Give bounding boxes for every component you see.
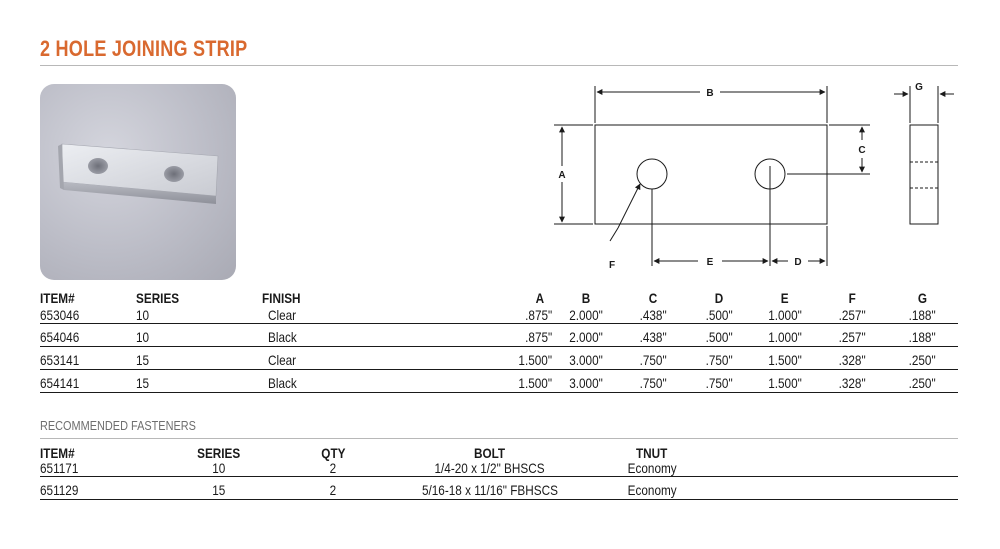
label-c: C bbox=[858, 145, 865, 156]
col-a: A bbox=[535, 290, 544, 306]
product-photo bbox=[40, 84, 236, 280]
fasteners-table: ITEM# SERIES QTY BOLT TNUT 651171 10 2 1… bbox=[40, 445, 958, 500]
table-row: 651129 15 2 5/16-18 x 11/16" FBHSCS Econ… bbox=[40, 476, 958, 500]
col-b: B bbox=[581, 290, 591, 306]
col-item: ITEM# bbox=[40, 290, 75, 306]
table-row: 654141 15 Black 1.500" 3.000" .750" .750… bbox=[40, 369, 958, 393]
hole-left bbox=[636, 158, 668, 190]
table-row: 654046 10 Black .875" 2.000" .438" .500"… bbox=[40, 323, 958, 347]
col-tnut: TNUT bbox=[636, 445, 668, 461]
col-finish: FINISH bbox=[262, 290, 301, 306]
spec-header-row: ITEM# SERIES FINISH A B C D E F G bbox=[40, 290, 958, 307]
spec-table: ITEM# SERIES FINISH A B C D E F G 653046… bbox=[40, 290, 958, 393]
col-f: F bbox=[848, 290, 856, 306]
col-series: SERIES bbox=[197, 445, 241, 461]
dimension-drawing: B A C E D F G bbox=[540, 78, 960, 278]
label-d: D bbox=[794, 257, 801, 268]
title-divider bbox=[40, 65, 958, 66]
fasteners-header-row: ITEM# SERIES QTY BOLT TNUT bbox=[40, 445, 958, 461]
label-a: A bbox=[558, 170, 565, 181]
label-e: E bbox=[707, 257, 714, 268]
table-row: 651171 10 2 1/4-20 x 1/2" BHSCS Economy bbox=[40, 461, 958, 477]
label-b: B bbox=[706, 88, 713, 99]
col-c: C bbox=[648, 290, 658, 306]
fasteners-divider bbox=[40, 438, 958, 439]
col-item: ITEM# bbox=[40, 445, 75, 461]
side-view bbox=[909, 124, 939, 225]
label-f: F bbox=[609, 260, 615, 271]
recommended-fasteners-heading: RECOMMENDED FASTENERS bbox=[40, 418, 196, 433]
table-row: 653046 10 Clear .875" 2.000" .438" .500"… bbox=[40, 307, 958, 324]
col-g: G bbox=[917, 290, 927, 306]
col-series: SERIES bbox=[136, 290, 180, 306]
table-row: 653141 15 Clear 1.500" 3.000" .750" .750… bbox=[40, 346, 958, 370]
label-g: G bbox=[915, 82, 923, 93]
joining-strip-image bbox=[58, 143, 219, 204]
col-qty: QTY bbox=[320, 445, 346, 461]
col-bolt: BOLT bbox=[474, 445, 506, 461]
col-e: E bbox=[781, 290, 789, 306]
col-d: D bbox=[714, 290, 724, 306]
page-title: 2 HOLE JOINING STRIP bbox=[40, 36, 248, 61]
